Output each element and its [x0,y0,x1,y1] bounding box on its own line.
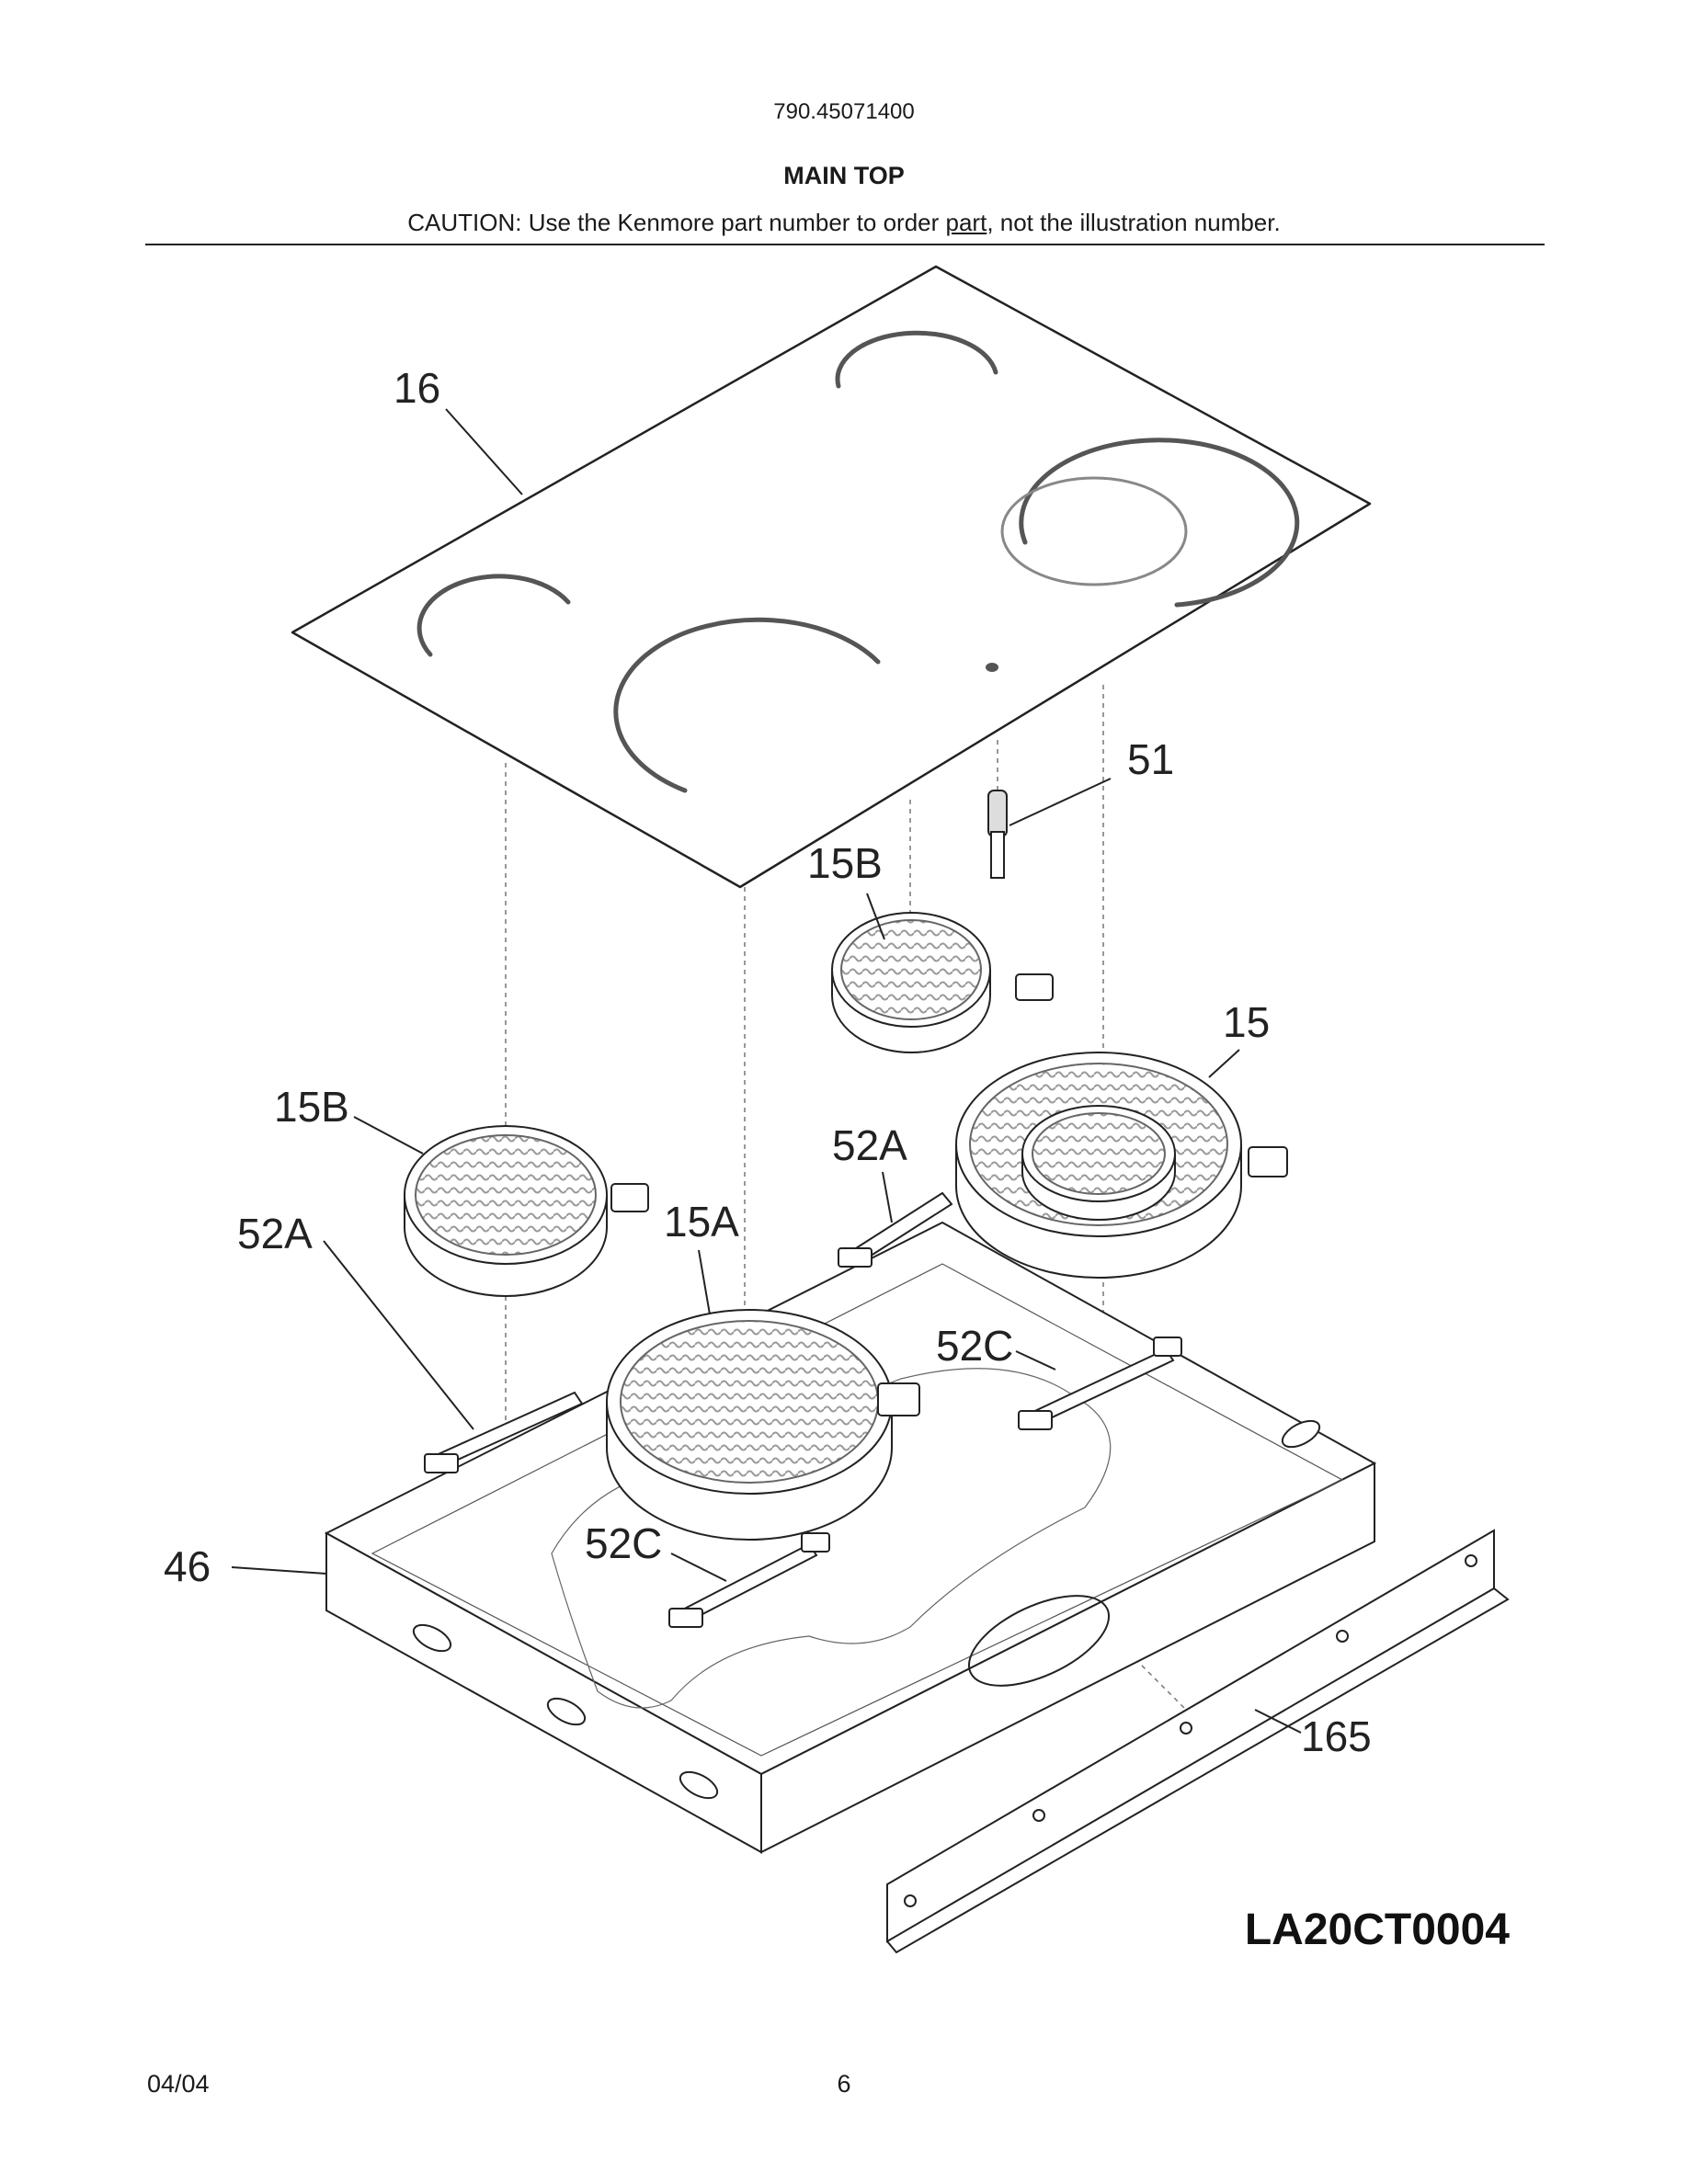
label-sensor: 51 [1127,735,1174,783]
dual-element [955,1052,1288,1279]
label-bracket-52a-left: 52A [237,1210,313,1257]
header-rule [145,244,1545,245]
page-title: MAIN TOP [783,162,905,189]
sensor [987,790,1008,879]
burner-box [324,1221,1377,1854]
caution-text-start: CAUTION: Use the Kenmore part number to … [407,209,946,236]
bracket-52a-right [838,1191,953,1268]
caution-text-end: , not the illustration number. [987,209,1281,236]
page-number: 6 [837,2070,851,2098]
large-element [606,1309,920,1541]
label-bracket-52a-right: 52A [832,1121,907,1169]
label-small-element-left: 15B [274,1083,349,1131]
leader-lines [231,408,1302,1734]
diagram-code: LA20CT0004 [1245,1905,1510,1954]
label-burner-box: 46 [164,1542,211,1590]
small-element-rear [831,912,1054,1053]
bracket-52c-front [668,1532,830,1628]
bracket-52a-left [424,1391,584,1473]
bracket-52c-right [1018,1337,1182,1430]
small-element-left [404,1125,649,1297]
label-dual-element: 15 [1223,998,1270,1046]
caution-note: CAUTION: Use the Kenmore part number to … [0,209,1688,237]
label-large-element: 15A [664,1198,739,1246]
label-glass-top: 16 [393,364,440,412]
glass-cooktop [291,265,1372,889]
caution-text-underlined: part [945,209,987,236]
brackets [424,1191,1182,1628]
label-front-rail: 165 [1301,1712,1372,1760]
front-rail [886,1529,1510,1954]
label-bracket-52c-front: 52C [585,1519,662,1567]
model-number: 790.45071400 [773,99,915,124]
label-bracket-52c-right: 52C [936,1322,1013,1370]
footer-date: 04/04 [147,2070,210,2098]
label-small-element-rear: 15B [807,839,883,887]
